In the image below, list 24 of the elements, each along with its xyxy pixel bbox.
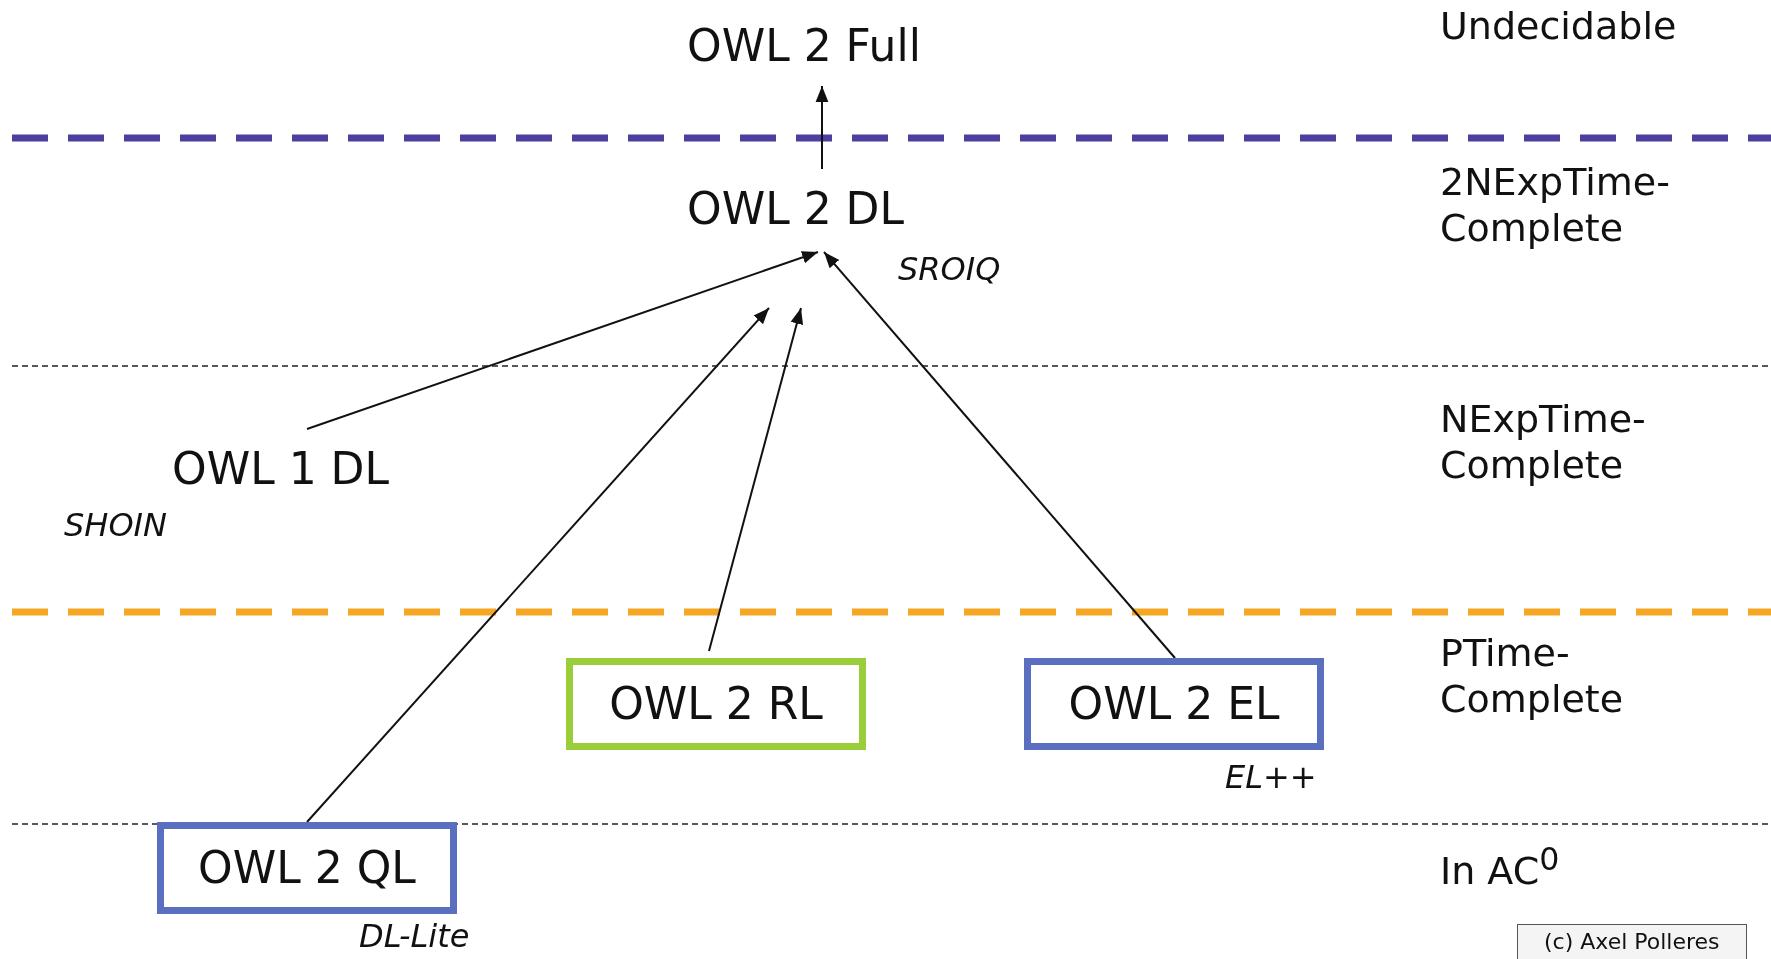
complexity-label: NExpTime- Complete [1440,397,1647,489]
arrow [306,307,770,823]
logic-label: DL-Lite [359,919,470,955]
language-name: OWL 2 Full [687,22,957,76]
profile-box [157,822,457,914]
copyright-note: (c) Axel Polleres [1517,924,1747,959]
complexity-label: In AC$^{0}$ [1440,840,1561,895]
language-name: OWL 1 DL [172,445,422,499]
arrow [823,251,1176,659]
complexity-label: 2NExpTime- Complete [1440,160,1671,252]
complexity-label: PTime- Complete [1440,631,1625,723]
profile-name: OWL 2 RL [609,679,823,729]
arrow [306,251,819,430]
arrow [815,85,829,170]
complexity-label: Undecidable [1440,4,1678,50]
language-name: OWL 2 DL [687,185,937,239]
logic-label: SROIQ [898,252,1001,288]
arrow [708,307,804,652]
logic-label: EL++ [1225,760,1317,796]
profile-name: OWL 2 QL [198,843,416,893]
profile-box [1024,658,1324,750]
logic-label: SHOIN [64,508,167,544]
profile-name: OWL 2 EL [1068,679,1280,729]
profile-box [566,658,866,750]
